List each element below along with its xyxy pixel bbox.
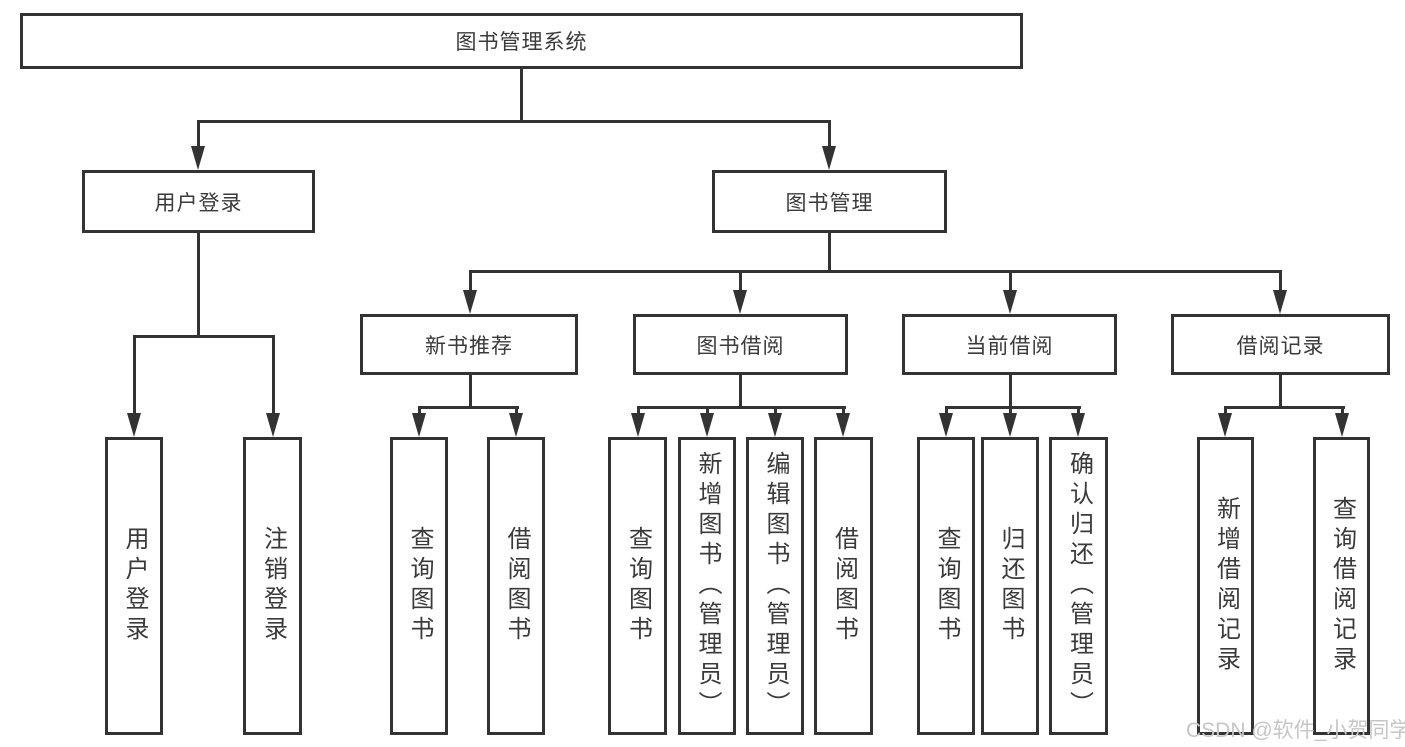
connector-user-vertical: [197, 233, 200, 335]
leaf-rec-borrow-books: 借阅图书: [487, 437, 545, 735]
arrowhead-to-borrow-record: [1273, 290, 1287, 314]
leaf-label: 借阅图书: [503, 526, 530, 646]
connector-drop-leaf-user-login: [133, 335, 136, 415]
arrowhead-to-rec-query: [412, 413, 426, 437]
connector-drop-rec-borrow: [515, 406, 518, 416]
connector-drop-br-query: [1341, 406, 1344, 416]
connector-bb-vertical: [739, 375, 742, 406]
leaf-label: 新增借阅记录: [1212, 496, 1240, 676]
connector-drop-book-mgmt: [828, 120, 831, 148]
connector-drop-bb-borrow: [842, 406, 845, 416]
connector-book-vertical: [828, 233, 831, 270]
leaf-label: 查询图书: [406, 526, 433, 646]
connector-user-rail: [133, 335, 275, 338]
connector-root-vertical: [520, 69, 523, 120]
arrowhead-to-book-borrow: [733, 290, 747, 314]
leaf-label: 查询图书: [624, 526, 652, 646]
connector-drop-bb-add: [706, 406, 709, 416]
leaf-label: 归还图书: [997, 526, 1024, 646]
connector-rec-rail: [418, 406, 519, 409]
leaf-bb-borrow-books: 借阅图书: [814, 437, 873, 735]
connector-root-rail: [197, 120, 831, 123]
node-book-borrowing: 图书借阅: [633, 314, 848, 375]
node-label: 图书管理系统: [455, 31, 588, 54]
leaf-label: 查询图书: [933, 526, 960, 646]
leaf-bb-edit-books-admin: 编辑图书（管理员）: [746, 437, 804, 735]
connector-book-rail: [469, 270, 1282, 273]
leaf-bb-add-books-admin: 新增图书（管理员）: [678, 437, 736, 735]
connector-drop-new-book: [469, 270, 472, 292]
node-label: 当前借阅: [965, 334, 1054, 358]
leaf-label: 注销登录: [259, 526, 287, 646]
leaf-cb-return-books: 归还图书: [981, 437, 1039, 735]
connector-drop-current-borrow: [1009, 270, 1012, 292]
arrowhead-to-cb-confirm: [1071, 413, 1085, 437]
leaf-label: 查询借阅记录: [1328, 496, 1356, 676]
leaf-label: 借阅图书: [830, 526, 858, 646]
leaf-label: 编辑图书（管理员）: [762, 451, 789, 721]
node-label: 图书借阅: [696, 334, 785, 358]
connector-rec-vertical: [469, 375, 472, 406]
arrowhead-to-new-book: [463, 290, 477, 314]
node-label: 图书管理: [785, 191, 874, 215]
node-label: 借阅记录: [1236, 334, 1325, 358]
node-user-login: 用户登录: [82, 170, 315, 233]
arrowhead-to-br-query: [1335, 413, 1349, 437]
leaf-cb-confirm-return-admin: 确认归还（管理员）: [1049, 437, 1108, 735]
connector-br-rail: [1224, 406, 1345, 409]
connector-drop-rec-query: [418, 406, 421, 416]
leaf-logout: 注销登录: [243, 437, 302, 735]
leaf-label: 确认归还（管理员）: [1065, 451, 1093, 721]
leaf-rec-query-books: 查询图书: [390, 437, 448, 735]
arrowhead-to-cb-return: [1003, 413, 1017, 437]
connector-cb-rail: [945, 406, 1081, 409]
leaf-cb-query-books: 查询图书: [917, 437, 975, 735]
node-borrow-records: 借阅记录: [1171, 314, 1390, 375]
connector-drop-user-login: [197, 120, 200, 148]
arrowhead-to-bb-query: [631, 413, 645, 437]
leaf-user-login: 用户登录: [105, 437, 163, 735]
node-label: 新书推荐: [425, 334, 513, 358]
leaf-br-add-record: 新增借阅记录: [1197, 437, 1254, 735]
connector-drop-br-add: [1224, 406, 1227, 416]
arrowhead-to-current-borrow: [1003, 290, 1017, 314]
arrowhead-to-leaf-logout: [266, 413, 280, 437]
leaf-label: 新增图书（管理员）: [694, 451, 721, 721]
arrowhead-to-bb-borrow: [836, 413, 850, 437]
node-new-book-recommend: 新书推荐: [360, 314, 578, 375]
node-current-borrowing: 当前借阅: [902, 314, 1117, 375]
leaf-bb-query-books: 查询图书: [608, 437, 667, 735]
node-book-management: 图书管理: [712, 170, 947, 233]
arrowhead-to-bb-edit: [768, 413, 782, 437]
csdn-watermark: CSDN @软件_小贺同学: [1186, 719, 1405, 742]
connector-drop-borrow-record: [1279, 270, 1282, 292]
arrowhead-to-user-login: [191, 146, 205, 170]
node-label: 用户登录: [154, 191, 243, 215]
connector-drop-bb-edit: [774, 406, 777, 416]
arrowhead-to-book-mgmt: [822, 146, 836, 170]
arrowhead-to-bb-add: [700, 413, 714, 437]
node-root-library-management-system: 图书管理系统: [20, 13, 1023, 69]
connector-drop-leaf-logout: [272, 335, 275, 415]
connector-cb-vertical: [1009, 375, 1012, 406]
arrowhead-to-leaf-user-login: [127, 413, 141, 437]
connector-drop-cb-query: [945, 406, 948, 416]
connector-br-vertical: [1279, 375, 1282, 406]
leaf-label: 用户登录: [121, 526, 148, 646]
arrowhead-to-cb-query: [939, 413, 953, 437]
connector-drop-book-borrow: [739, 270, 742, 292]
connector-drop-cb-confirm: [1077, 406, 1080, 416]
leaf-br-query-record: 查询借阅记录: [1313, 437, 1370, 735]
connector-drop-cb-return: [1009, 406, 1012, 416]
arrowhead-to-rec-borrow: [509, 413, 523, 437]
arrowhead-to-br-add: [1218, 413, 1232, 437]
connector-drop-bb-query: [637, 406, 640, 416]
connector-bb-rail: [637, 406, 846, 409]
